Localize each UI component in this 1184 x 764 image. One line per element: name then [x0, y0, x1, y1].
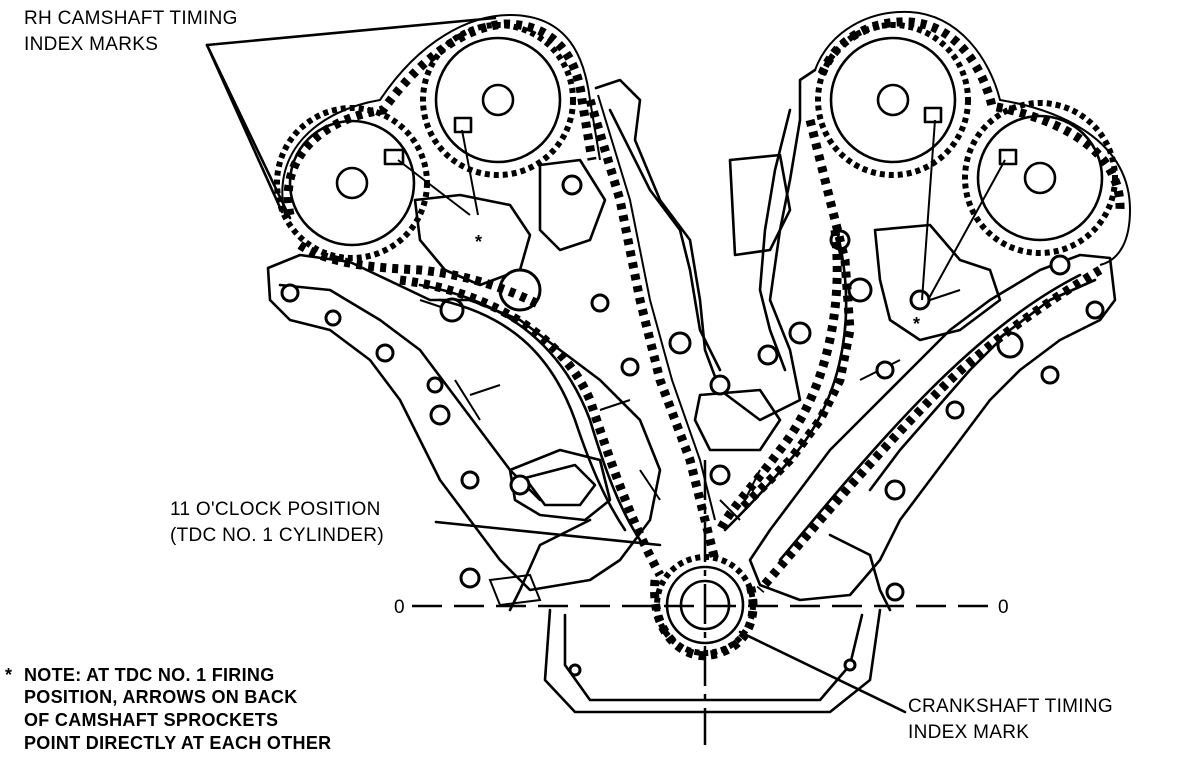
label-crankshaft-index-mark: CRANKSHAFT TIMING INDEX MARK	[908, 696, 1113, 743]
label-rh-camshaft-marks: RH CAMSHAFT TIMING INDEX MARKS	[24, 8, 238, 55]
note-line: POINT DIRECTLY AT EACH OTHER	[24, 733, 331, 753]
note-line: OF CAMSHAFT SPROCKETS	[24, 710, 278, 730]
leader-lines	[205, 16, 907, 714]
label-line: RH CAMSHAFT TIMING	[24, 8, 238, 29]
label-11-oclock-position: 11 O'CLOCK POSITION (TDC NO. 1 CYLINDER)	[170, 499, 384, 546]
bolt-holes	[280, 174, 1105, 677]
label-line: (TDC NO. 1 CYLINDER)	[170, 525, 384, 546]
label-line: INDEX MARKS	[24, 34, 158, 55]
label-line: INDEX MARK	[908, 722, 1029, 743]
timing-chains	[399, 94, 1103, 593]
note-line: POSITION, ARROWS ON BACK	[24, 687, 298, 707]
label-note: * NOTE: AT TDC NO. 1 FIRING POSITION, AR…	[5, 665, 331, 753]
label-line: CRANKSHAFT TIMING	[908, 696, 1113, 717]
centerlines	[412, 460, 990, 745]
zero-marker-right: 0	[998, 597, 1009, 618]
note-line: NOTE: AT TDC NO. 1 FIRING	[24, 665, 275, 685]
rh-camshaft-sprockets	[274, 13, 601, 310]
lh-camshaft-sprockets	[736, 10, 1132, 514]
note-asterisk: *	[5, 665, 12, 685]
zero-marker-left: 0	[394, 597, 405, 618]
asterisk-mark-left: *	[475, 232, 482, 252]
label-line: 11 O'CLOCK POSITION	[170, 499, 381, 520]
asterisk-mark-right: *	[913, 314, 920, 334]
